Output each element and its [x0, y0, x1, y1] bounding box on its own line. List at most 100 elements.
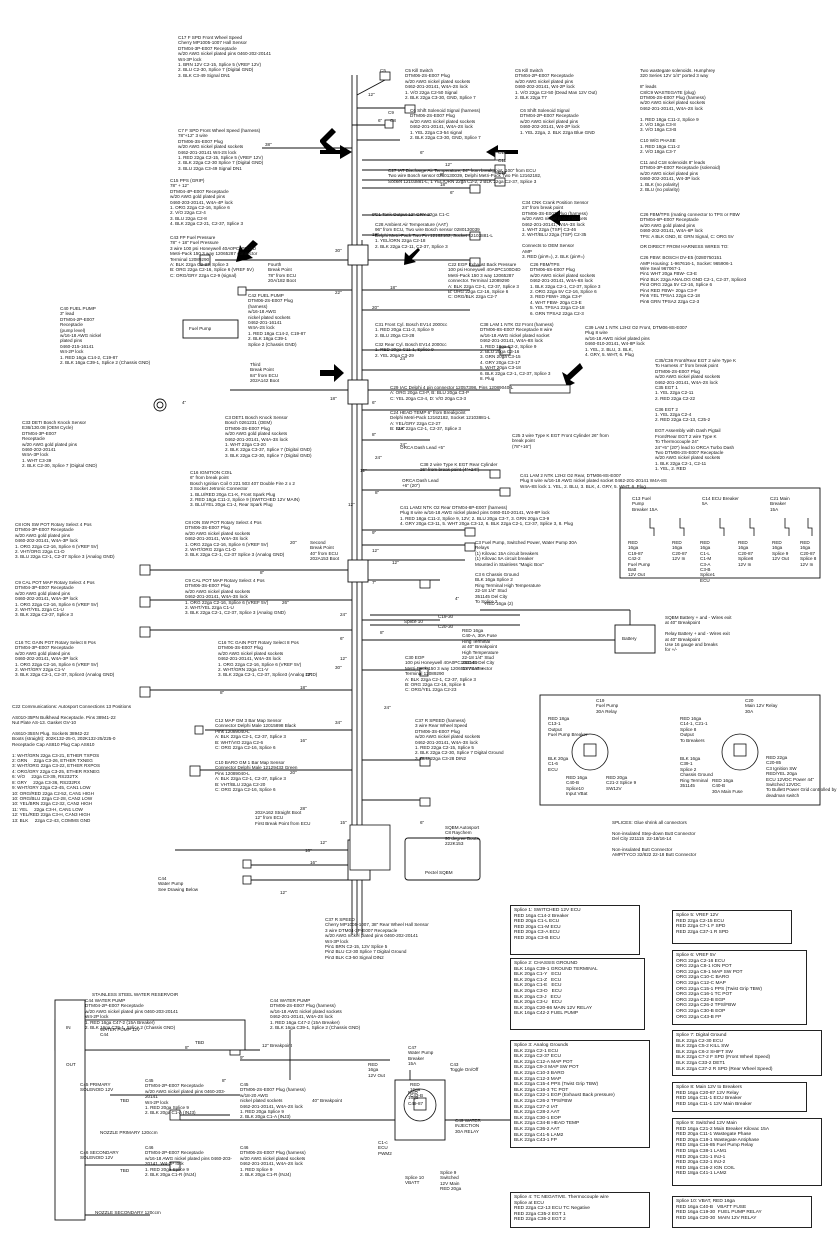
c35-label: C35/C36 Front/Rear EGT 2 wire Type K To …: [655, 358, 737, 472]
splice-4-box: Splice 4: TC NEGATIVE. Thermocouple wire…: [510, 1192, 650, 1228]
wire-length-label: 8": [185, 1045, 190, 1050]
wire-length-label: 12": [305, 672, 312, 677]
c46-label: C46 SECONDARY SOLENOID 12V: [80, 1150, 119, 1161]
c20-relay-label: C20 Main 12V Relay 30A: [745, 698, 778, 714]
wire-length-label: 18": [440, 182, 447, 187]
fourth-breakpoint-label: Fourth Break Point 78" from ECU 20A/182 …: [268, 262, 297, 284]
c5-tag: C5: [380, 68, 386, 73]
wire-length-label: 24": [340, 612, 347, 617]
breaker-symbols: [649, 518, 813, 536]
water-pump-12v-label: WATER PUMP 12V C44: [100, 1027, 140, 1038]
wire-length-label: 24": [375, 455, 382, 460]
c28-label: C28 Ambient Air Temperature (AAT) 96" fr…: [375, 222, 493, 249]
c27-label: C27 IAT Discharge Air Temperature, 24" f…: [388, 168, 542, 184]
c5-kill-receptacle-label: C5 Kill Switch DTM04-2P-E007 Receptacle …: [515, 68, 597, 101]
wire-length-label: 22": [335, 290, 342, 295]
wire-length-label: 34": [335, 720, 342, 725]
c9-tag: C9: [388, 110, 394, 115]
wire-length-label: 12": [320, 840, 327, 845]
c41-label: C41 LAM 2 NTK L2H2 O2 Rear, DTM06-8S-E00…: [520, 473, 667, 489]
c45-receptacle-label: C45 DTM04-2P-E007 Receptacle w/20 AWG ni…: [145, 1078, 226, 1116]
c38-label: C38 LAM 1 NTK O2 Front (harness) DTM06-8…: [480, 322, 554, 382]
c45-plug-label: C45 DTM06-2S-E007 Plug (harness) w/18-20…: [240, 1082, 306, 1120]
r47-out: RED 16ga 12V Out: [368, 1062, 385, 1078]
splice-6-box: Splice 6: VREF 5V ORG 22ga C2-16 ECU ORG…: [672, 950, 807, 1025]
battery-text: Battery: [622, 636, 637, 641]
c16-coil-label: C16 IGNITION COIL 6" from break point Bo…: [190, 470, 300, 508]
wire-length-label: 9": [372, 530, 377, 535]
second-breakpoint-label: Second Break Point 40" from ECU 202A153 …: [310, 540, 340, 562]
c1-tank-label: C1 Tank Output 12" GRY 22ga C1-C: [375, 212, 450, 217]
c9-cal-label: C9 CAL POT MAP Rotary Select 4 Pos DTM04…: [15, 580, 99, 618]
water-reservoir-label: STAINLESS STEEL WATER RESERVOIR: [92, 992, 179, 997]
c47-label: C47 Water Pump Breaker 15A: [408, 1045, 434, 1067]
c43-label: C43 FP Fuel Pressure 78" + 18" Fuel Pres…: [170, 235, 258, 278]
wire-length-label: 8": [372, 432, 377, 437]
c20-fuse: RED 16ga C40-B 30A Main Fuse: [712, 778, 743, 794]
c24-label: C24 HEAD TEMP 6" from Breakpoint Delphi …: [390, 410, 491, 432]
c42-label: C42 FUEL PUMP DTM06-2S-E007 Plug (harnes…: [248, 293, 306, 347]
splice-3-box: Splice 3: Analog Grounds BLK 22ga C2-1 E…: [510, 1040, 650, 1148]
wire-length-label: 12": [368, 92, 375, 97]
wire-length-label: 38": [265, 142, 272, 147]
c20-gnd: BLK 16ga C39-1 Splice 2 Chassis Ground R…: [680, 756, 713, 789]
wire-length-label: 12": [340, 656, 347, 661]
c7-label: C7 F SPD Front Wheel Speed (harness) 78"…: [178, 128, 264, 171]
wire-length-label: 16": [310, 860, 317, 865]
c20-out: RED 16ga C14-1, C21-1 Splice 8 Output To…: [680, 716, 708, 743]
splice-9-box: Splice 9: Switched 12V Main RED 16ga C21…: [672, 1118, 822, 1186]
splice-4-text: Splice 4: TC NEGATIVE. Thermocouple wire…: [514, 1195, 609, 1223]
c46-receptacle-label: C46 DTM04-2P-E007 Receptacle w/16-18 AWG…: [145, 1145, 232, 1178]
breaker-b6: RED 16ga C20-87 Splice 8 12V In: [800, 540, 817, 567]
c17-label: C17 F SPD Front Wheel Speed Cherry MP100…: [178, 35, 272, 78]
c20-30-text: C20-30: [438, 624, 454, 629]
c8-ion-label: C8 ION SW POT Rotary Select 4 Pos DTM04-…: [15, 522, 115, 560]
wire-length-label: 30": [335, 248, 342, 253]
c3-chassis-label: C3 6 Chassis Ground BLK 16ga Splice 2 Ri…: [475, 572, 541, 605]
wire-length-label: 20": [290, 540, 297, 545]
splice-10-text: Splice 10: [404, 619, 423, 624]
wire-length-label: 8": [260, 570, 265, 575]
c3-fuel-relays-label: C3 Fuel Pump, Switched Power, Water Pump…: [475, 540, 577, 567]
pectel-label: Pectel SQBM: [425, 870, 453, 875]
wire-length-label: 6": [420, 820, 425, 825]
relay-symbols: [403, 733, 759, 1122]
splice-1-box: Splice 1: SWITCHED 12V ECU RED 16ga C14-…: [510, 905, 640, 955]
in-label: IN: [66, 1025, 71, 1030]
orca-lead-1: ORCA Dash Lead +5": [400, 445, 445, 450]
breaker-b5: RED 16ga Splice 9 12V Out: [772, 540, 789, 562]
splice-10-text: Splice 10: VBAT, RED 16ga RED 16ga C40-B…: [676, 1199, 762, 1221]
c39-label: C39 LAM 1 NTK L2H2 O2 Front, DTM06-8S-E0…: [585, 325, 688, 358]
splice-6-text: Splice 6: VREF 5V ORG 22ga C2-16 ECU ORG…: [676, 953, 763, 1020]
c8-ion-plug-label: C8 ION SW POT Rotary Select 4 Pos DTM06-…: [185, 520, 285, 558]
c5-kill-plug-label: C5 Kill Switch DTM06-2S-E007 Plug w/20 A…: [405, 68, 476, 101]
wire-length-label: 18": [300, 685, 307, 690]
c44-wp-label: C44 WATER PUMP DTM04-2P-E007 Receptacle …: [85, 998, 179, 1031]
c10-baro-label: C10 BARO GM 1 Bar Map Sensor Connector D…: [215, 760, 298, 793]
c6-label: C6 Shift Solenoid Signal (harness) DTM06…: [410, 108, 481, 141]
c19-relay-label: C19 Fuel Pump 30A Relay: [596, 698, 619, 714]
wire-length-label: 6": [372, 400, 377, 405]
splice-9-text: Splice 9: Switched 12V Main RED 16ga C21…: [676, 1121, 770, 1177]
splice-8-text: Splice 8: Main 12V to Breakers RED 16ga …: [676, 1085, 752, 1107]
c46-plug-label: C46 DTM06-2S-E007 Plug (harness) w/20 AW…: [240, 1145, 306, 1178]
breakpoint-40-label: 40" Breakpoint: [312, 1098, 342, 1103]
c19-input: RED 16ga C40-B Splice10 Input VBat: [566, 775, 588, 797]
wire-length-label: 26": [282, 600, 289, 605]
wire-length-label: 6": [420, 150, 425, 155]
c21-label: C21 Main Breaker 15A: [770, 496, 790, 512]
c19-sw12: RED 20ga C21-2 Splice 9 SW12V: [606, 775, 637, 791]
c45-label: C45 PRIMARY SOLENOID 12V: [80, 1082, 114, 1093]
wire-length-label: 24": [398, 426, 405, 431]
splice-3-text: Splice 3: Analog Grounds BLK 22ga C2-1 E…: [514, 1043, 615, 1144]
breaker-b2: RED 16ga C20-87 12V In: [672, 540, 688, 562]
c31-label: C31 Front Cyl. Bosch EV14 2000cc 1. RED …: [375, 322, 448, 338]
breakpoint-boots: [347, 244, 371, 881]
wire-length-label: 12": [445, 162, 452, 167]
splice-5-box: Splice 5: VREF 12V RED 22ga C2-15 ECU RE…: [672, 910, 792, 944]
wire-length-label: 7": [372, 580, 377, 585]
ecu-label: SQBM Autosport C8 Raychem 90 degree Boot…: [445, 825, 480, 847]
c49-label: C49 WATER INJECTION 30A RELAY: [455, 1118, 481, 1134]
wire-length-label: 16": [300, 738, 307, 743]
c26-label: C26 FBM/TPS (mating connector to TPS or …: [640, 212, 747, 304]
